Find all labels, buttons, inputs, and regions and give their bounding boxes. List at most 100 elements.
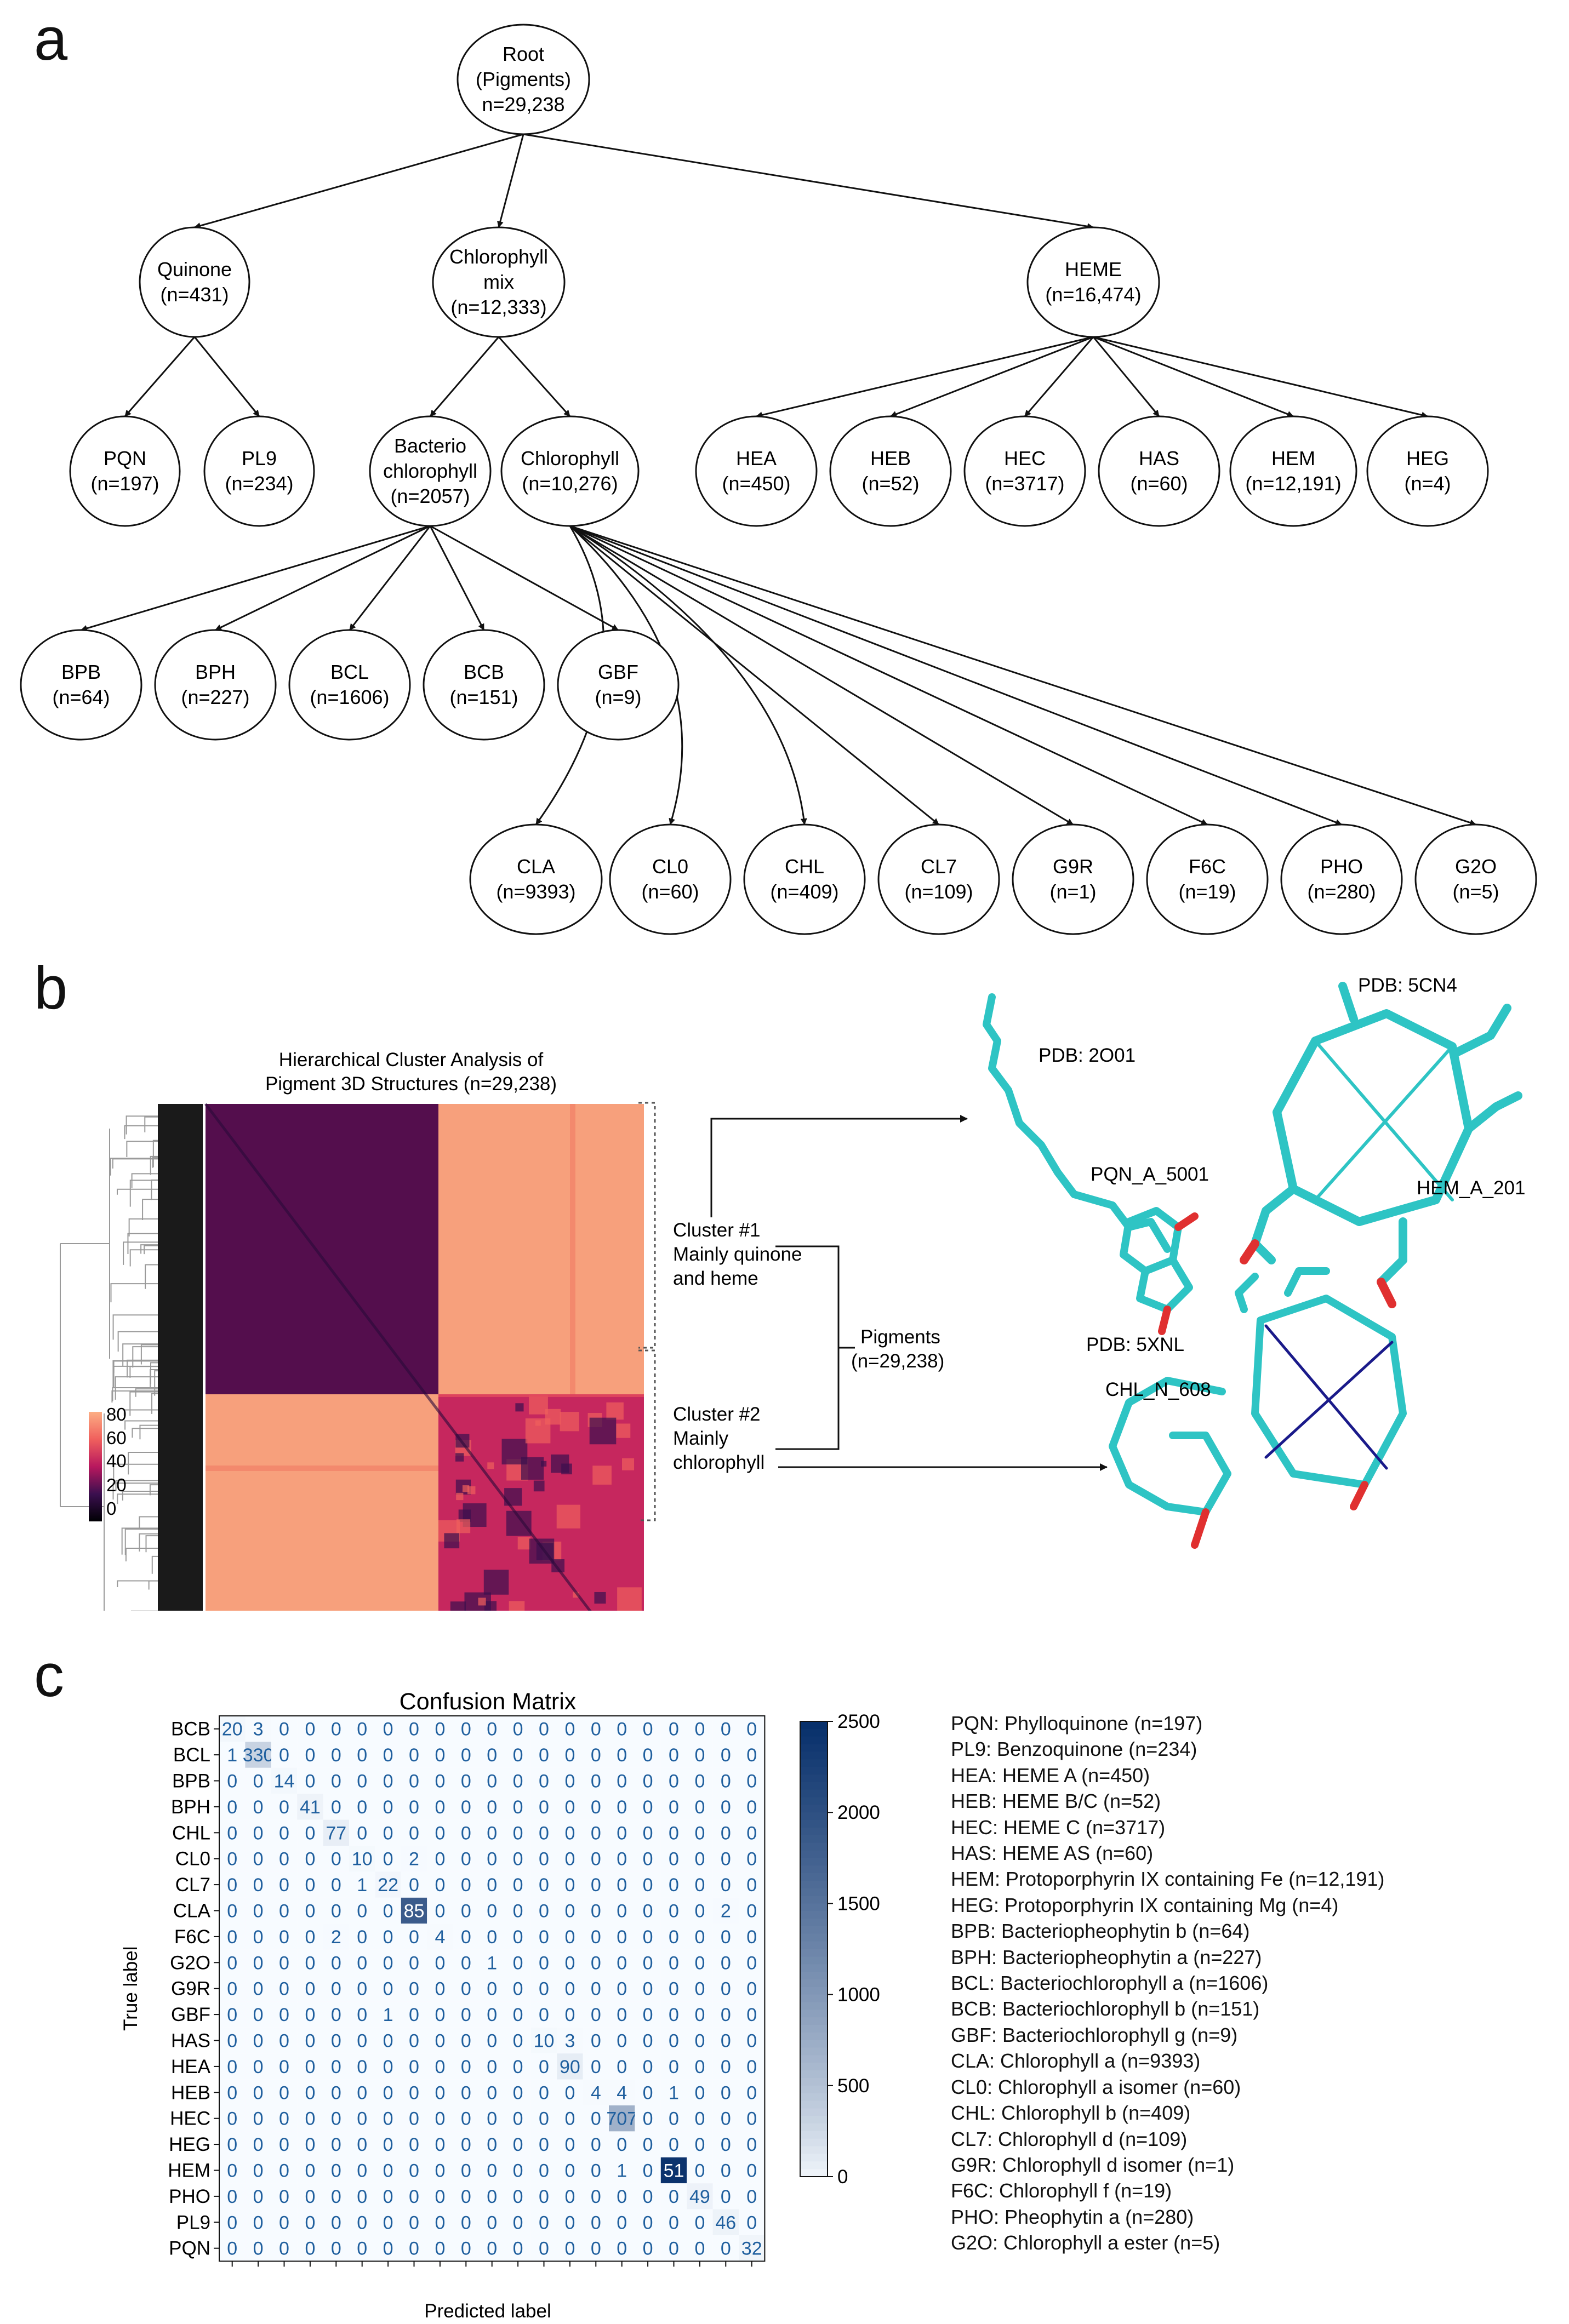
tree-node-label: (n=1606) [310,686,389,708]
cm-cell [609,2027,635,2054]
cm-cell [453,2027,479,2054]
cm-cell-value: 0 [253,2057,264,2077]
tree-node-g9r: G9R(n=1) [1012,823,1134,935]
legend-item: HAS: HEME AS (n=60) [951,1842,1154,1865]
cm-cell-value: 0 [279,2239,289,2259]
cm-row-label: BCB [171,1719,210,1740]
cm-cell-value: 0 [435,1901,445,1922]
cm-cell [739,2079,765,2105]
cm-cell-value: 0 [694,1875,705,1896]
cm-cell-value: 0 [721,1797,731,1818]
cm-cell-value: 0 [227,2082,237,2103]
legend-item: PL9: Benzoquinone (n=234) [951,1738,1197,1761]
cm-cell-value: 0 [643,2109,653,2130]
cm-cell [660,1767,687,1794]
tree-node-label: mix [483,271,514,293]
cm-cell-value: 0 [487,1719,497,1740]
cm-cell [687,1742,713,1768]
cm-cell [297,2235,323,2262]
legend-item: CLA: Chlorophyll a (n=9393) [951,2050,1201,2073]
cm-cell-value: 0 [487,1927,497,1948]
cm-colorbar-band [800,1865,828,1874]
cm-cell-value: 0 [227,2134,237,2155]
tree-edge-heme-heg [1093,336,1428,419]
cm-cell [297,1794,323,1820]
cm-cell-value: 0 [617,1719,627,1740]
cm-colorbar-band [800,1964,828,1973]
tree-node-label: BCB [464,661,504,683]
cluster1-arrow [710,1115,968,1217]
cm-cell-value: 0 [746,2005,757,2025]
cm-cell-value: 0 [357,2239,367,2259]
cm-cell [375,1742,401,1768]
cm-cell-value: 0 [694,1901,705,1922]
cm-colorbar-band [800,2146,828,2155]
cm-cell-value: 0 [746,1771,757,1792]
cm-cell-value: 0 [643,1823,653,1844]
cm-cell-value: 0 [746,2109,757,2130]
cm-cell-value: 0 [694,1771,705,1792]
cm-cell [557,2001,583,2028]
cm-cell [427,2209,453,2235]
cm-cell-value: 0 [564,2005,575,2025]
cm-cell [530,2235,557,2262]
cm-cell [453,2157,479,2184]
heatmap-block-offdiag-bottom [206,1394,438,1611]
cm-cell [401,1924,427,1950]
cm-cell [323,2001,349,2028]
tree-node-label: HEG [1406,447,1449,470]
cm-colorbar-band [800,1721,828,1730]
cm-cell-value: 0 [227,1953,237,1973]
chl-pdb-label: PDB: 5XNL [1086,1334,1184,1355]
cm-cell [219,1742,246,1768]
cm-cell-value: 0 [539,2109,549,2130]
cm-cell [401,1794,427,1820]
cm-cell [635,2027,661,2054]
cm-cell-value: 0 [331,2186,341,2207]
cm-cell [245,1976,271,2002]
cm-cell [219,1897,246,1924]
cm-cell [530,1897,557,1924]
cm-cell [530,1976,557,2002]
cm-cell [349,1819,375,1846]
cm-cell-value: 0 [617,1901,627,1922]
cm-cell-value: 0 [305,1953,315,1973]
cm-cell-value: 0 [305,1823,315,1844]
cm-cell [271,2053,298,2080]
cm-cell-value: 0 [513,2005,523,2025]
cm-cell [349,1716,375,1742]
cm-cell [557,1846,583,1872]
cm-cell [245,1846,271,1872]
tree-node-label: Chlorophyll [449,245,548,268]
cm-cell [427,1767,453,1794]
cm-cell [635,2209,661,2235]
tree-node-ellipse [139,226,250,338]
cm-cell [453,2209,479,2235]
cm-cell [739,2105,765,2132]
cm-cell-value: 0 [487,1745,497,1766]
cm-colorbar-band [800,2169,828,2177]
cm-cell [453,1767,479,1794]
dendrogram [60,1115,158,1611]
cm-cell [583,1819,609,1846]
cm-cell [505,1846,531,1872]
cm-cell [635,2183,661,2209]
cluster-title-line2: Pigment 3D Structures (n=29,238) [265,1073,557,1095]
cm-cell-value: 0 [331,2082,341,2103]
cm-colorbar-band [800,1880,828,1889]
cm-cell [712,1846,739,1872]
cm-cell [505,2235,531,2262]
cm-cell-value: 0 [279,2057,289,2077]
cm-cell-value: 0 [617,2057,627,2077]
cm-cell-value: 0 [357,2134,367,2155]
cm-cell [530,1767,557,1794]
hem-ligand-label: HEM_A_201 [1417,1177,1525,1199]
cm-cell [219,1871,246,1898]
tree-node-cl7: CL7(n=109) [877,823,1000,935]
cm-cell-value: 0 [694,2082,705,2103]
cm-cell [505,1767,531,1794]
cm-cell-value: 0 [461,1927,471,1948]
cm-row-label: BPB [172,1771,210,1792]
cluster1-bracket [638,1102,656,1349]
cm-cell-value: 0 [409,2134,419,2155]
